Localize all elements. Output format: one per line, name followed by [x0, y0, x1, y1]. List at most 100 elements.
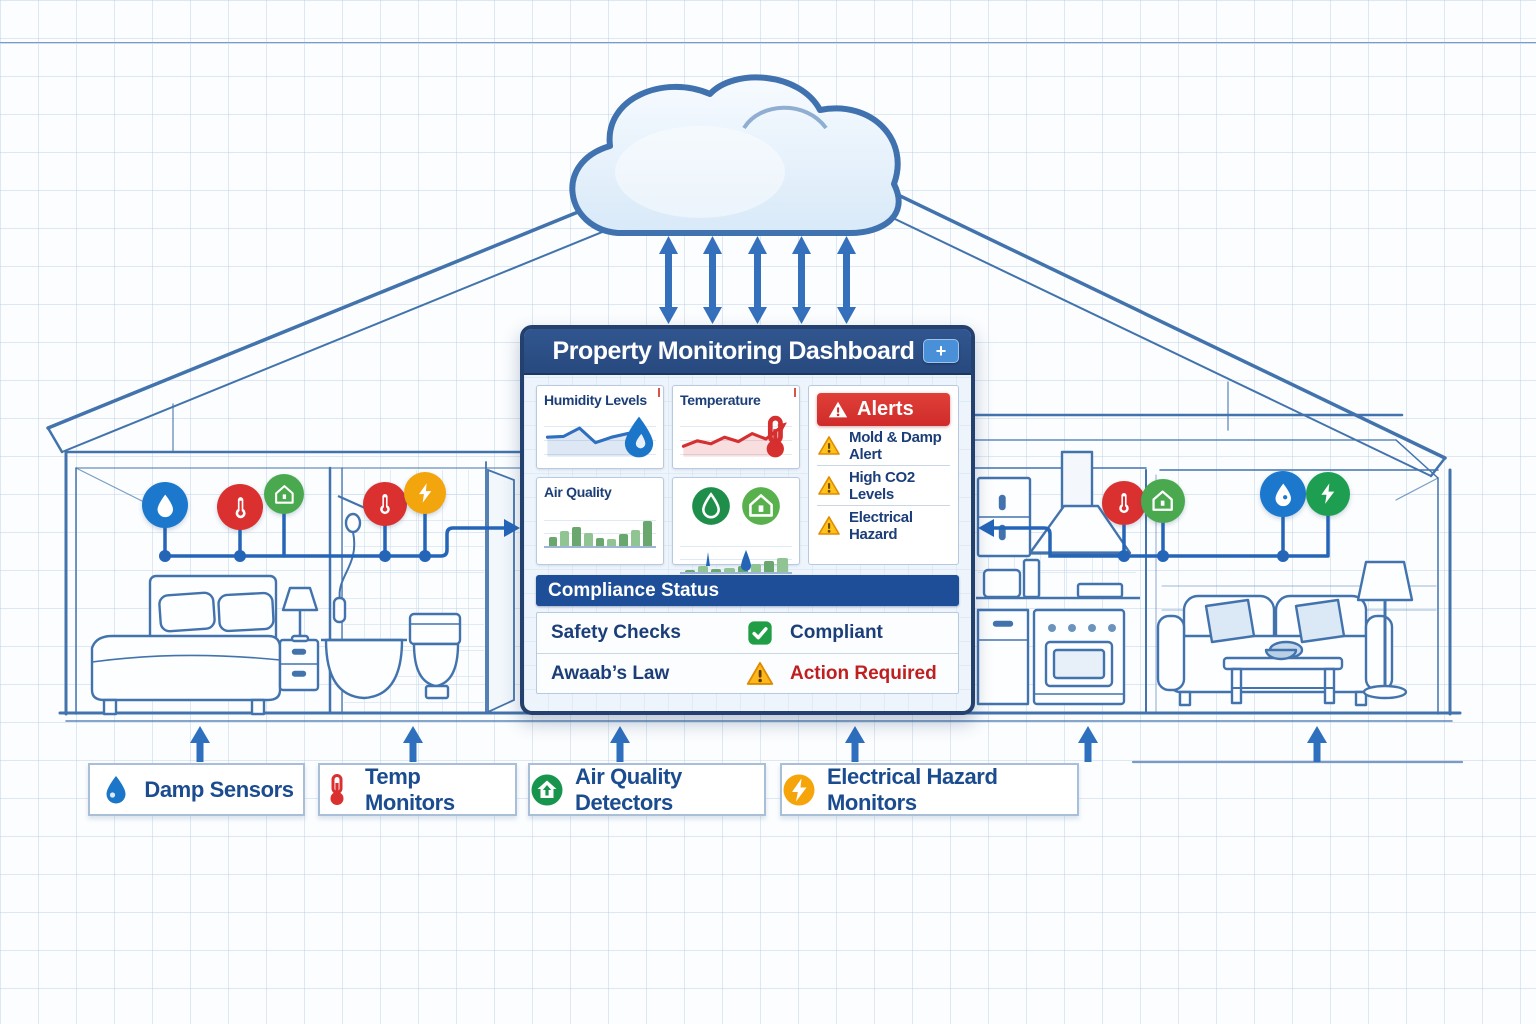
dashboard-body: Humidity Levels Temperature [524, 375, 971, 574]
electrical-sensor-bathroom[interactable] [404, 472, 446, 514]
thermometer-icon [766, 415, 784, 458]
arrow-into-dashboard-right [978, 519, 994, 537]
alerts-header: Alerts [817, 393, 950, 426]
electrical-sensor-living-room[interactable] [1306, 472, 1350, 516]
corner-tick [794, 388, 796, 397]
legend-label: Electrical Hazard Monitors [827, 763, 998, 815]
lightning-icon [1321, 483, 1335, 505]
droplet-icon [1275, 483, 1291, 506]
humidity-card-title: Humidity Levels [544, 392, 647, 408]
air-quality-badges [680, 486, 792, 526]
legend-temp-monitors[interactable]: Temp Monitors [318, 763, 517, 816]
blue-droplet-marker [741, 550, 752, 571]
air-quality-sensor-kitchen[interactable] [1141, 479, 1185, 523]
alert-item-electrical[interactable]: Electrical Hazard [817, 506, 950, 546]
lightning-icon [783, 774, 815, 805]
temp-sensor-kitchen[interactable] [1102, 481, 1146, 525]
air-quality-sensor-bedroom[interactable] [264, 474, 304, 514]
legend-label: Damp Sensors [144, 776, 294, 802]
toilet [408, 612, 462, 700]
humidity-card[interactable]: Humidity Levels [536, 385, 664, 469]
thermometer-icon [1119, 493, 1130, 514]
sensor-network-right [978, 513, 1330, 562]
nightstand [278, 638, 320, 692]
droplet-icon [624, 416, 654, 458]
air-quality-trend-bars [680, 534, 792, 574]
house-badge-icon [742, 487, 780, 525]
warning-icon [828, 401, 848, 417]
air-quality-secondary-card[interactable] [672, 477, 800, 574]
compliance-row-awaabs-law[interactable]: Awaab’s Law Action Required [537, 653, 958, 693]
thermometer-icon [235, 496, 246, 518]
warning-icon [746, 661, 774, 685]
corner-tick [658, 388, 660, 397]
temperature-card[interactable]: Temperature [672, 385, 800, 469]
droplet-icon [106, 775, 126, 803]
legend-air-quality-detectors[interactable]: Air Quality Detectors [528, 763, 766, 816]
coffee-table [1222, 648, 1344, 705]
sensor-network-left [159, 511, 520, 562]
temperature-chart [680, 413, 792, 459]
bar [630, 530, 640, 546]
bar [764, 561, 775, 572]
alert-label: High CO2 Levels [849, 468, 915, 503]
temp-sensor-bedroom[interactable] [217, 484, 263, 530]
bar [642, 521, 652, 546]
air-quality-house-icon [1152, 490, 1174, 512]
table-lamp [281, 586, 319, 643]
furniture [90, 450, 1414, 716]
dashboard-title: Property Monitoring Dashboard [552, 336, 915, 365]
compliance-status: Action Required [790, 662, 937, 684]
damp-sensor-bedroom[interactable] [142, 482, 188, 528]
air-quality-bars [544, 508, 656, 548]
air-quality-house-icon [531, 774, 563, 805]
cloud-icon [569, 74, 902, 236]
compliance-label: Safety Checks [551, 622, 681, 643]
damp-sensor-living-room[interactable] [1260, 471, 1306, 517]
bar [711, 568, 722, 572]
warning-icon [818, 516, 840, 535]
legend-electrical-hazard-monitors[interactable]: Electrical Hazard Monitors [780, 763, 1079, 816]
floor-lamp [1356, 560, 1414, 700]
roof-right-inner [796, 171, 1432, 477]
plus-icon: + [935, 341, 947, 361]
alert-item-mold-damp[interactable]: Mold & Damp Alert [817, 426, 950, 466]
bar [572, 527, 581, 546]
bar [548, 536, 558, 546]
air-quality-card[interactable]: Air Quality [536, 477, 664, 565]
bar [697, 565, 708, 572]
compliance-label: Awaab’s Law [551, 662, 670, 684]
dashboard-header: Property Monitoring Dashboard + [524, 329, 971, 375]
legend-damp-sensors[interactable]: Damp Sensors [88, 763, 305, 816]
thermometer-icon [380, 494, 391, 515]
arrow-into-dashboard-left [504, 519, 520, 537]
bar [619, 533, 628, 546]
humidity-chart [544, 413, 656, 459]
lightning-icon [419, 483, 432, 503]
compliance-status-header: Compliance Status [536, 575, 959, 606]
air-quality-card-title: Air Quality [544, 484, 612, 500]
legend-label: Temp Monitors [365, 763, 455, 815]
alert-item-co2[interactable]: High CO2 Levels [817, 466, 950, 506]
kitchen-counter-items [976, 558, 1140, 600]
bar [595, 537, 605, 546]
bar [560, 530, 570, 546]
blue-spike-marker [706, 552, 711, 566]
range-hood [1028, 450, 1132, 555]
alert-label: Electrical Hazard [849, 509, 913, 543]
thermometer-icon [330, 773, 344, 805]
warning-icon [818, 475, 840, 495]
alert-label: Mold & Damp Alert [849, 428, 942, 463]
temp-sensor-bathroom[interactable] [363, 482, 407, 526]
bar [583, 532, 593, 546]
bar [777, 557, 788, 572]
stove-oven [976, 608, 1126, 706]
add-widget-button[interactable]: + [923, 339, 959, 363]
bathroom-door [487, 468, 515, 714]
compliance-row-safety-checks[interactable]: Safety Checks Compliant [537, 613, 958, 653]
droplet-icon [157, 494, 173, 517]
compliance-table: Safety Checks Compliant Awaab’s Law Acti… [536, 612, 959, 694]
bed [90, 574, 282, 716]
shower [332, 494, 375, 624]
